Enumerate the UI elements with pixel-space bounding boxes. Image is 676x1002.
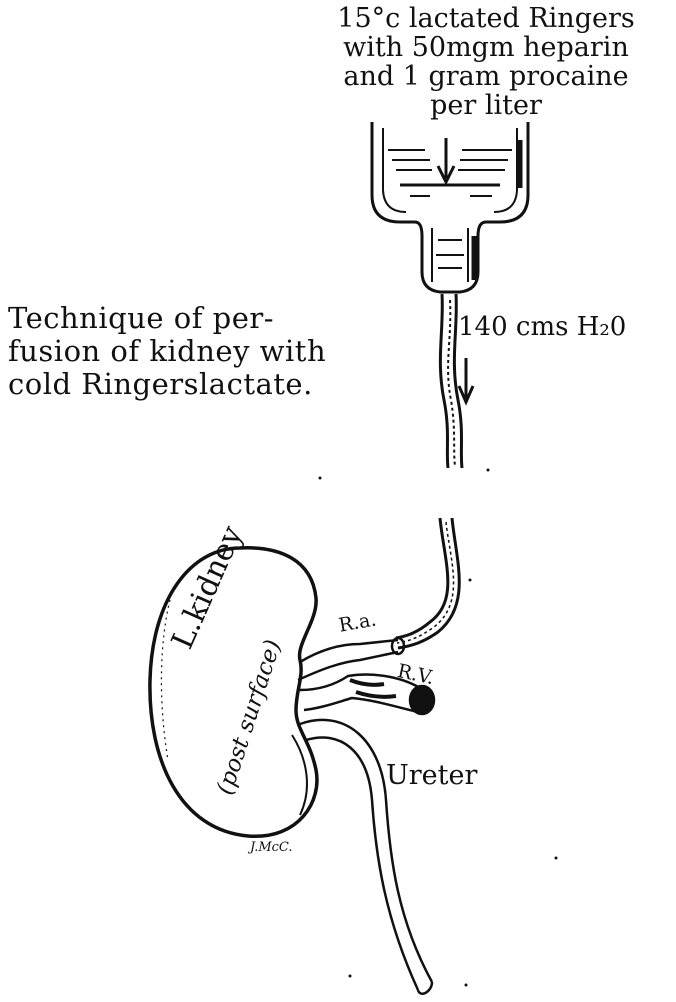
fluid-level-lines — [388, 150, 512, 268]
caption-line-3: cold Ringerslactate. — [8, 368, 326, 401]
solution-label-line-4: per liter — [300, 91, 672, 120]
solution-label-line-3: and 1 gram procaine — [300, 62, 672, 91]
caption-line-2: fusion of kidney with — [8, 335, 326, 368]
perfusion-bottle — [372, 122, 528, 292]
solution-label-line-1: 15°c lactated Ringers — [300, 4, 672, 33]
stray-marks — [319, 469, 558, 987]
artist-signature: J.McC. — [250, 840, 293, 855]
perfusion-tubing-lower — [396, 518, 459, 648]
solution-label-line-2: with 50mgm heparin — [300, 33, 672, 62]
ureter-label: Ureter — [386, 760, 477, 791]
flow-arrow — [459, 358, 473, 402]
pressure-label: 140 cms H₂0 — [458, 312, 626, 342]
solution-label: 15°c lactated Ringers with 50mgm heparin… — [300, 4, 672, 120]
figure-caption: Technique of per- fusion of kidney with … — [8, 302, 326, 401]
caption-line-1: Technique of per- — [8, 302, 326, 335]
